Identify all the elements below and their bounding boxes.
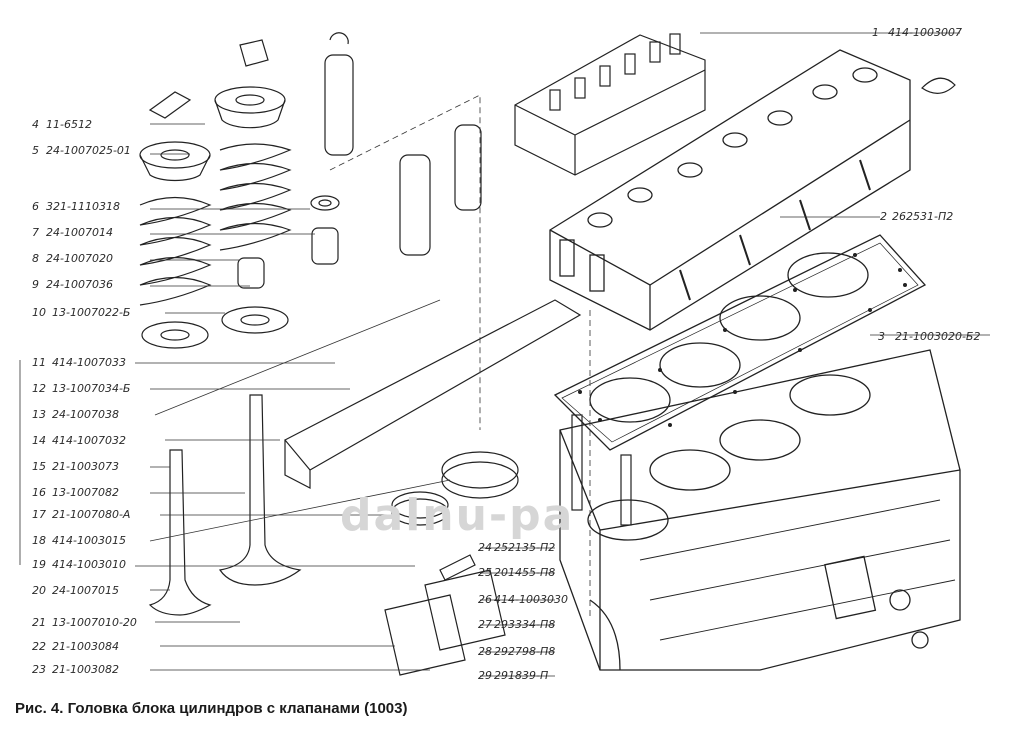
watermark: dalnu-pa [340, 490, 575, 541]
label-code-10: 13-1007022-Б [52, 306, 130, 319]
valve-parts [139, 32, 956, 676]
head-ports [587, 67, 878, 228]
label-part-24: 24 [478, 541, 492, 554]
label-code-22: 21-1003084 [52, 640, 119, 653]
label-part-26: 26 [478, 593, 492, 606]
label-part-19: 19 [32, 558, 46, 571]
label-part-25: 25 [478, 566, 492, 579]
label-code-27: 293334-П8 [494, 618, 555, 631]
leader-lines [19, 32, 990, 677]
label-part-20: 20 [32, 584, 46, 597]
label-code-21: 13-1007010-20 [52, 616, 137, 629]
figure-caption: Рис. 4. Головка блока цилиндров с клапан… [15, 700, 408, 717]
label-part-10: 10 [32, 306, 46, 319]
label-code-15: 21-1003073 [52, 460, 119, 473]
label-code-2: 262531-П2 [892, 210, 953, 223]
label-code-17: 21-1007080-А [52, 508, 130, 521]
label-code-8: 24-1007020 [46, 252, 113, 265]
label-code-26: 414-1003030 [494, 593, 568, 606]
label-part-8: 8 [32, 252, 39, 265]
label-code-19: 414-1003010 [52, 558, 126, 571]
label-part-3: 3 [878, 330, 885, 343]
cylinder-block [559, 349, 961, 671]
label-code-5: 24-1007025-01 [46, 144, 131, 157]
label-part-7: 7 [32, 226, 39, 239]
label-code-14: 414-1007032 [52, 434, 126, 447]
label-code-3: 21-1003020-Б2 [895, 330, 980, 343]
label-part-22: 22 [32, 640, 46, 653]
label-part-23: 23 [32, 663, 46, 676]
label-part-29: 29 [478, 669, 492, 682]
label-part-21: 21 [32, 616, 46, 629]
label-part-28: 28 [478, 645, 492, 658]
label-code-23: 21-1003082 [52, 663, 119, 676]
head-gasket [553, 234, 927, 451]
label-part-13: 13 [32, 408, 46, 421]
label-part-4: 4 [32, 118, 39, 131]
label-part-15: 15 [32, 460, 46, 473]
label-code-4: 11-6512 [46, 118, 92, 131]
label-code-28: 292798-П8 [494, 645, 555, 658]
label-part-27: 27 [478, 618, 492, 631]
assembled-springs [549, 33, 681, 111]
label-code-1: 414-1003007 [888, 26, 962, 39]
label-code-20: 24-1007015 [52, 584, 119, 597]
block-bores [587, 374, 871, 541]
label-part-18: 18 [32, 534, 46, 547]
label-code-11: 414-1007033 [52, 356, 126, 369]
label-code-18: 414-1003015 [52, 534, 126, 547]
label-part-2: 2 [880, 210, 887, 223]
cylinder-head-assembled [514, 33, 706, 176]
label-code-16: 13-1007082 [52, 486, 119, 499]
label-code-6: 321-1110318 [46, 200, 120, 213]
cylinder-head [549, 49, 911, 331]
label-part-9: 9 [32, 278, 39, 291]
label-part-16: 16 [32, 486, 46, 499]
label-part-1: 1 [872, 26, 879, 39]
label-code-25: 201455-П8 [494, 566, 555, 579]
label-code-13: 24-1007038 [52, 408, 119, 421]
label-code-24: 252135-П2 [494, 541, 555, 554]
label-part-12: 12 [32, 382, 46, 395]
part-labels: 1 414-1003007 2 262531-П2 3 21-1003020-Б… [32, 26, 980, 682]
label-part-5: 5 [32, 144, 39, 157]
label-code-29: 291839-П [494, 669, 548, 682]
label-part-14: 14 [32, 434, 46, 447]
label-part-6: 6 [32, 200, 39, 213]
label-code-9: 24-1007036 [46, 278, 113, 291]
label-code-7: 24-1007014 [46, 226, 113, 239]
label-part-11: 11 [32, 356, 46, 369]
label-part-17: 17 [32, 508, 46, 521]
label-code-12: 13-1007034-Б [52, 382, 130, 395]
